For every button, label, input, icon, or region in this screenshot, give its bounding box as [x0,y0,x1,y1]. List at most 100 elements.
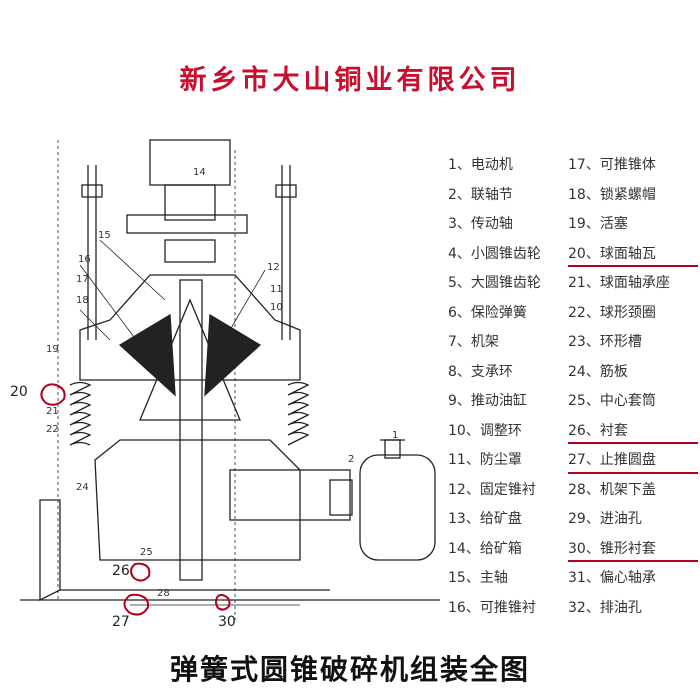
legend-item: 19、活塞 [568,210,698,240]
company-title: 新乡市大山铜业有限公司 [179,65,521,96]
callout-27: 27 [112,614,130,630]
legend-item: 16、可推锥衬 [448,594,558,624]
legend-item: 25、中心套筒 [568,387,698,417]
legend-item: 12、固定锥衬 [448,476,558,506]
legend-item: 26、衬套 [568,417,698,447]
drawing-label-14: 14 [193,167,206,178]
legend-item-label: 20、球面轴瓦 [568,245,656,262]
legend-item: 30、锥形衬套 [568,535,698,565]
frame-body [94,439,301,561]
legend-item: 23、环形槽 [568,328,698,358]
legend-item-label: 29、进油孔 [568,511,642,527]
callout-30: 30 [218,614,236,630]
legend-item: 3、传动轴 [448,210,558,240]
drawing-label-18: 18 [76,295,89,306]
main-shaft [179,279,203,581]
legend-item-label: 26、衬套 [568,422,628,439]
drawing-label-21: 21 [46,406,59,417]
feed-plate [164,239,216,263]
left-liner [118,313,176,397]
legend-item-label: 5、大圆锥齿轮 [448,275,541,291]
red-underline [568,265,698,267]
annotation-circle-20 [40,383,66,406]
legend-item: 9、推动油缸 [448,387,558,417]
legend-item: 14、给矿箱 [448,535,558,565]
legend-item-label: 31、偏心轴承 [568,570,656,586]
legend-item: 21、球面轴承座 [568,269,698,299]
legend-item-label: 16、可推锥衬 [448,599,536,616]
spring-right [287,381,310,446]
legend-item-label: 17、可推锥体 [568,157,656,173]
legend-item: 32、排油孔 [568,594,698,624]
drawing-label-10: 10 [270,302,283,313]
legend-item: 7、机架 [448,328,558,358]
drawing-label-17: 17 [76,274,89,285]
drawing-label-22: 22 [46,424,59,435]
legend-item: 8、支承环 [448,358,558,388]
legend-item-label: 23、环形槽 [568,334,642,350]
legend-item-label: 10、调整环 [448,422,522,439]
figure-caption: 弹簧式圆锥破碎机组装全图 [169,653,530,686]
drawing-label-19: 19 [46,344,59,355]
drawing-label-2: 2 [348,454,354,465]
legend-item: 29、进油孔 [568,505,698,535]
drive-housing [229,469,351,521]
annotation-circle-30 [215,594,231,611]
feed-box-top [149,139,231,186]
cone-head [139,298,241,421]
legend-item: 13、给矿盘 [448,505,558,535]
legend-item: 22、球形颈圈 [568,299,698,329]
drawing-label-15: 15 [98,230,111,241]
legend-item: 27、止推圆盘 [568,446,698,476]
legend-item-label: 2、联轴节 [448,186,513,203]
legend-item: 15、主轴 [448,564,558,594]
bowl-outline [79,274,301,381]
legend-item-label: 1、电动机 [448,157,513,173]
callout-26: 26 [112,563,130,579]
red-underline [568,560,698,562]
legend-item: 11、防尘罩 [448,446,558,476]
legend-item: 20、球面轴瓦 [568,240,698,270]
legend-item-label: 19、活塞 [568,216,628,232]
legend-item-label: 11、防尘罩 [448,452,522,468]
legend-column-right: 17、可推锥体 18、锁紧螺帽 19、活塞 20、球面轴瓦 21、球面轴承座 22、球形颈… [568,151,698,623]
legend-item-label: 28、机架下盖 [568,481,656,498]
annotation-circle-26 [130,562,151,582]
legend-item: 28、机架下盖 [568,476,698,506]
legend-item-label: 8、支承环 [448,363,513,380]
legend-item-label: 30、锥形衬套 [568,540,656,557]
legend-item-label: 18、锁紧螺帽 [568,186,656,203]
legend-item: 24、筋板 [568,358,698,388]
drawing-label-25: 25 [140,547,153,558]
legend-item-label: 14、给矿箱 [448,540,522,557]
legend-item: 17、可推锥体 [568,151,698,181]
legend-item-label: 7、机架 [448,334,499,350]
legend-item-label: 27、止推圆盘 [568,452,656,468]
drawing-label-11: 11 [270,284,283,295]
legend-item-label: 21、球面轴承座 [568,275,670,291]
callout-20: 20 [10,384,28,400]
drawing-label-1: 1 [392,430,398,441]
red-underline [568,471,698,474]
legend-item-label: 15、主轴 [448,570,508,586]
feed-hopper [126,214,248,234]
legend-item: 18、锁紧螺帽 [568,181,698,211]
legend-item-label: 25、中心套筒 [568,393,656,409]
legend-item-label: 22、球形颈圈 [568,304,656,321]
legend-item: 2、联轴节 [448,181,558,211]
annotation-circle-27 [123,593,150,616]
legend-item-label: 4、小圆锥齿轮 [448,245,541,262]
drawing-label-28: 28 [157,588,170,599]
legend-item-label: 9、推动油缸 [448,393,527,409]
legend-item: 4、小圆锥齿轮 [448,240,558,270]
legend-item-label: 24、筋板 [568,363,628,380]
drawing-label-16: 16 [78,254,91,265]
crusher-assembly-drawing: 14 15 16 17 18 19 21 22 24 25 28 12 11 1… [20,139,440,620]
red-underline [568,442,698,444]
legend-item: 5、大圆锥齿轮 [448,269,558,299]
drawing-label-12: 12 [267,262,280,273]
legend-item-label: 32、排油孔 [568,599,642,616]
legend-item: 1、电动机 [448,151,558,181]
